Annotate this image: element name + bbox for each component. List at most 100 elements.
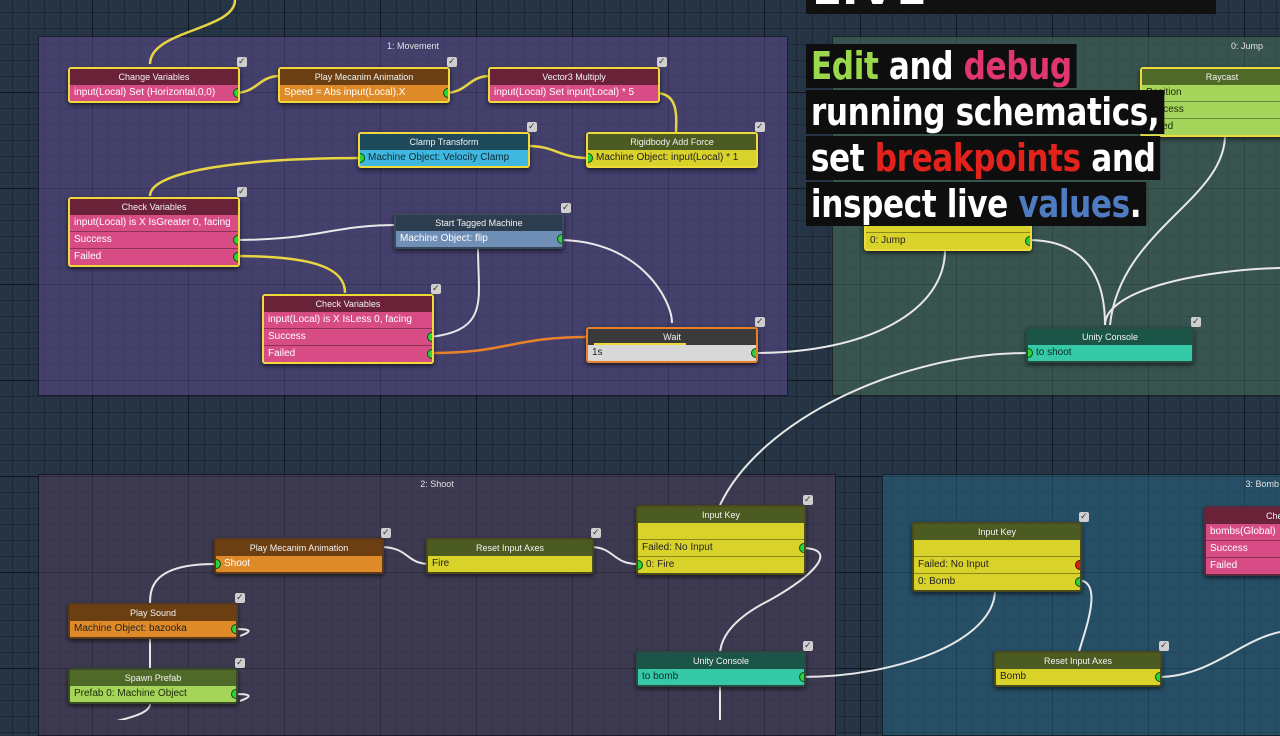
node-vector3-multiply[interactable]: Vector3 Multiply input(Local) Set input(… (488, 55, 667, 103)
node-unity-console[interactable]: Unity Console to shoot (1026, 315, 1201, 363)
enabled-checkbox[interactable] (527, 120, 537, 132)
node-header[interactable]: Unity Console (638, 639, 813, 669)
enabled-checkbox[interactable] (237, 55, 247, 67)
row-label: Success (74, 234, 112, 245)
enabled-checkbox[interactable] (803, 639, 813, 651)
node-header[interactable]: Rigidbody Add Force (588, 120, 765, 150)
enabled-checkbox[interactable] (235, 591, 245, 603)
enabled-checkbox[interactable] (381, 526, 391, 538)
node-title: Start Tagged Machine (435, 218, 523, 228)
node-header[interactable]: Start Tagged Machine (396, 201, 571, 231)
promo-text: inspect live (810, 182, 1008, 226)
row-label: Failed: No Input (918, 559, 989, 570)
node-check-variables[interactable]: Check Variables input(Local) is X IsGrea… (68, 185, 247, 267)
node-change-variables[interactable]: Change Variables input(Local) Set (Horiz… (68, 55, 247, 103)
node-header[interactable]: Play Sound (70, 591, 245, 621)
output-port[interactable] (557, 234, 562, 244)
output-port[interactable] (231, 624, 236, 634)
node-rigidbody-add-force[interactable]: Rigidbody Add Force Machine Object: inpu… (586, 120, 765, 168)
row-label: Machine Object: input(Local) * 1 (596, 152, 739, 163)
node-play-mecanim-animation[interactable]: Play Mecanim Animation Speed = Abs input… (278, 55, 457, 103)
enabled-checkbox[interactable] (591, 526, 601, 538)
node-row: to shoot (1028, 345, 1192, 361)
wire (1157, 631, 1280, 678)
output-port[interactable] (1155, 672, 1160, 682)
node-start-tagged-machine[interactable]: Start Tagged Machine Machine Object: fli… (394, 201, 571, 249)
enabled-checkbox[interactable] (447, 55, 457, 67)
wire (233, 693, 250, 702)
node-header[interactable]: Clamp Transform (360, 120, 537, 150)
node-unity-console[interactable]: Unity Console to bomb (636, 639, 813, 687)
node-header[interactable]: Vector3 Multiply (490, 55, 667, 85)
output-port[interactable] (799, 543, 804, 553)
node-row (914, 540, 1080, 556)
row-label: Failed: No Input (642, 542, 713, 553)
node-header[interactable]: Check (1206, 508, 1280, 524)
node-header[interactable]: Input Key (638, 493, 813, 523)
highlight-debug: debug (963, 44, 1073, 88)
node-header[interactable]: Reset Input Axes (996, 639, 1169, 669)
row-label: input(Local) is X IsLess 0, facing (268, 314, 412, 325)
banner-text: LIVE DEBUGGING (812, 0, 1216, 14)
node-header[interactable]: Raycast (1142, 69, 1280, 85)
row-label: input(Local) Set input(Local) * 5 (494, 87, 635, 98)
node-input-key[interactable]: Input Key Failed: No Input 0: Fire (636, 493, 813, 575)
node-check-variables[interactable]: Check Variables input(Local) is X IsLess… (262, 282, 441, 364)
node-header[interactable]: Play Mecanim Animation (216, 526, 391, 556)
output-port[interactable] (233, 252, 238, 262)
node-title: Rigidbody Add Force (630, 137, 714, 147)
node-row: Prefab 0: Machine Object (70, 686, 236, 702)
enabled-checkbox[interactable] (803, 493, 813, 505)
node-header[interactable]: Spawn Prefab (70, 656, 245, 686)
enabled-checkbox[interactable] (657, 55, 667, 67)
wire (429, 335, 591, 355)
enabled-checkbox[interactable] (1159, 639, 1169, 651)
row-label: to bomb (642, 671, 679, 682)
breakpoint-port[interactable] (1075, 560, 1080, 570)
enabled-checkbox[interactable] (1191, 315, 1201, 327)
output-port[interactable] (427, 349, 432, 359)
enabled-checkbox[interactable] (1079, 510, 1089, 522)
node-clamp-transform[interactable]: Clamp Transform Machine Object: Velocity… (358, 120, 537, 168)
row-label: to shoot (1036, 347, 1072, 358)
node-header[interactable]: Wait (588, 315, 765, 345)
node-header[interactable]: Input Key (914, 510, 1089, 540)
node-reset-input-axes[interactable]: Reset Input Axes Bomb (994, 639, 1169, 687)
row-label: 0: Fire (646, 559, 675, 570)
enabled-checkbox[interactable] (237, 185, 247, 197)
enabled-checkbox[interactable] (561, 201, 571, 213)
wire (148, 0, 237, 65)
enabled-checkbox[interactable] (755, 120, 765, 132)
wire (1027, 239, 1106, 326)
enabled-checkbox[interactable] (235, 656, 245, 668)
output-port[interactable] (233, 88, 238, 98)
node-reset-input-axes[interactable]: Reset Input Axes Fire (426, 526, 601, 574)
wire (429, 247, 480, 338)
output-port[interactable] (799, 672, 804, 682)
node-header[interactable]: Play Mecanim Animation (280, 55, 457, 85)
node-wait[interactable]: Wait 1s (586, 315, 765, 363)
node-header[interactable]: Change Variables (70, 55, 247, 85)
output-port[interactable] (427, 332, 432, 342)
node-input-key[interactable]: Input Key Failed: No Input 0: Bomb (912, 510, 1089, 592)
node-header[interactable]: Reset Input Axes (428, 526, 601, 556)
output-port[interactable] (1075, 577, 1080, 587)
output-port[interactable] (751, 348, 756, 358)
node-check-partial[interactable]: Check bombs(Global) Success Failed (1204, 506, 1280, 576)
enabled-checkbox[interactable] (755, 315, 765, 327)
node-spawn-prefab[interactable]: Spawn Prefab Prefab 0: Machine Object (68, 656, 245, 704)
wire (655, 91, 678, 134)
output-port[interactable] (231, 689, 236, 699)
promo-text: and (888, 44, 954, 88)
node-header[interactable]: Check Variables (70, 185, 247, 215)
node-play-mecanim-animation[interactable]: Play Mecanim Animation Shoot (214, 526, 391, 574)
node-header[interactable]: Check Variables (264, 282, 441, 312)
output-port[interactable] (1025, 236, 1030, 246)
node-play-sound[interactable]: Play Sound Machine Object: bazooka (68, 591, 245, 639)
live-debugging-banner: LIVE DEBUGGING (806, 0, 1216, 14)
node-header[interactable]: Unity Console (1028, 315, 1201, 345)
output-port[interactable] (233, 235, 238, 245)
output-port[interactable] (443, 88, 448, 98)
wire (800, 589, 996, 678)
enabled-checkbox[interactable] (431, 282, 441, 294)
